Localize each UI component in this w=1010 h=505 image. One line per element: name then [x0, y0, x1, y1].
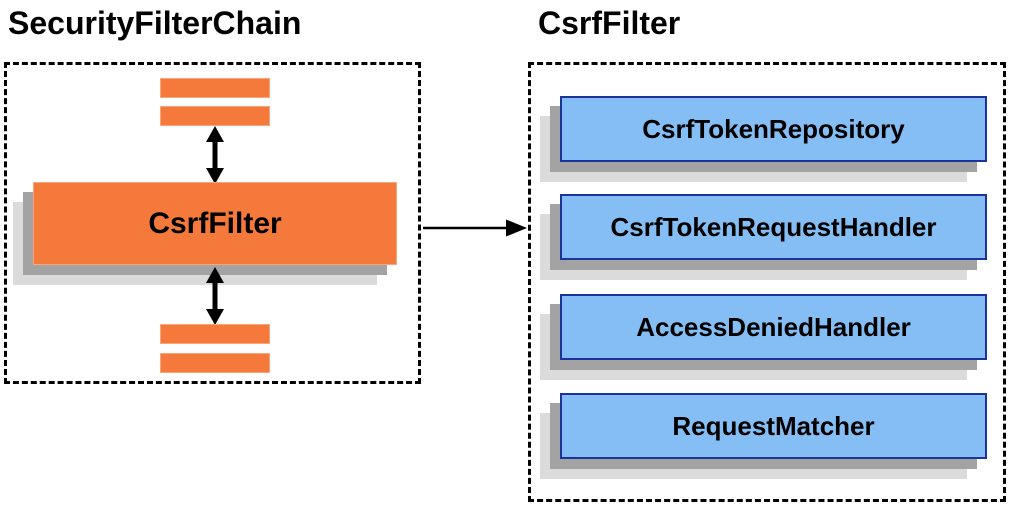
component-box-label: AccessDeniedHandler [636, 311, 911, 342]
security-filter-chain-container [4, 62, 421, 384]
filter-placeholder-bar [160, 78, 270, 98]
component-box-label: CsrfTokenRequestHandler [610, 211, 937, 242]
component-box-label: CsrfTokenRepository [642, 113, 905, 144]
left-panel-title: SecurityFilterChain [8, 5, 302, 41]
double-arrow-icon [206, 267, 224, 325]
filter-placeholder-bar [160, 324, 270, 344]
component-box-label: RequestMatcher [672, 410, 875, 441]
right-panel-title: CsrfFilter [538, 5, 681, 41]
component-box-request-matcher: RequestMatcher [560, 393, 987, 459]
connector-arrow-icon [423, 219, 527, 237]
csrf-filter-container [528, 62, 1006, 502]
filter-placeholder-bar [160, 353, 270, 373]
csrf-filter-main-box: CsrfFilter [33, 182, 397, 265]
component-box-access-denied-handler: AccessDeniedHandler [560, 294, 987, 360]
component-box-csrf-token-request-handler: CsrfTokenRequestHandler [560, 194, 987, 260]
component-box-csrf-token-repository: CsrfTokenRepository [560, 96, 987, 162]
double-arrow-icon [206, 126, 224, 184]
filter-placeholder-bar [160, 106, 270, 126]
csrf-filter-main-box-label: CsrfFilter [148, 206, 282, 240]
